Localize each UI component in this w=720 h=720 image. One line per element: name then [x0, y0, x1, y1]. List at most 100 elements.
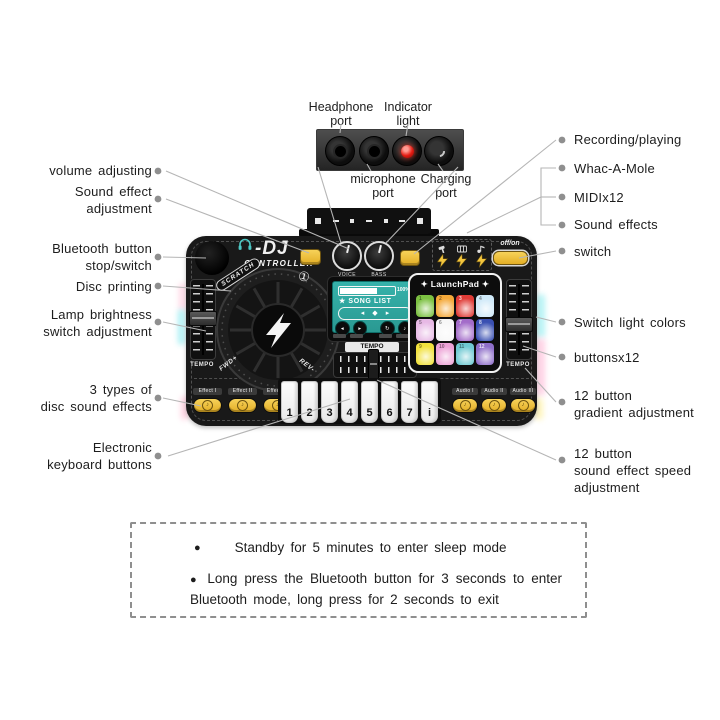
callout-midi: MIDIx12 — [574, 190, 624, 205]
ports-detail-panel — [316, 129, 464, 171]
effect-2-label: Effect II — [228, 388, 257, 395]
lightning-button-icon — [475, 253, 487, 268]
launchpad-pad: 2 — [436, 295, 454, 317]
screen-module: 100% ★ SONG LIST ◂ ◆ ▸ ◂ ▸ ↻ ♪ — [327, 276, 421, 342]
sound-effects-mode — [475, 245, 487, 268]
music-note-icon — [477, 245, 485, 253]
launchpad-pad: 4 — [476, 295, 494, 317]
keyboard-key-hi1: i — [421, 381, 438, 423]
audio-2-button: ♪ — [481, 398, 507, 413]
launchpad-pad: 3 — [456, 295, 474, 317]
tempo-slider-right — [505, 279, 533, 360]
record-button-right — [400, 250, 420, 266]
brand-logo: -DJ — [238, 238, 289, 260]
note-standby: ● Standby for 5 minutes to enter sleep m… — [194, 540, 507, 555]
audio-1-label: Audio I — [452, 388, 478, 395]
launchpad-pad: 8 — [476, 319, 494, 341]
charging-socket-icon — [431, 143, 447, 159]
headphone-jack-icon — [332, 143, 348, 159]
keyboard-key-5: 5 — [361, 381, 378, 423]
midi-mode — [456, 245, 468, 268]
launchpad-pad: 6 — [436, 319, 454, 341]
microphone-port — [359, 136, 389, 166]
bass-knob — [364, 241, 394, 271]
audio-3-button: ♪ — [510, 398, 536, 413]
callout-disc-printing: Disc printing — [75, 279, 152, 294]
callout-volume-adjusting: volume adjusting — [49, 163, 152, 178]
callout-whac-a-mole: Whac-A-Mole — [574, 161, 655, 176]
battery-percent: 100% — [397, 287, 410, 293]
callout-buttons-x12: buttonsx12 — [574, 350, 640, 365]
launchpad-pad: 5 — [416, 319, 434, 341]
launchpad-pad: 7 — [456, 319, 474, 341]
edge-light-pink-right — [537, 338, 545, 396]
indicator-light — [392, 136, 422, 166]
note-bluetooth: ●Long press the Bluetooth button for 3 s… — [190, 571, 562, 607]
launchpad-grid: 1 2 3 4 5 6 7 8 9 10 11 12 — [416, 295, 494, 365]
audio-1-button: ♪ — [452, 398, 478, 413]
launchpad-pad: 10 — [436, 343, 454, 365]
callout-recording-playing: Recording/playing — [574, 132, 682, 147]
edge-light-pink-left — [179, 283, 186, 311]
callout-sound-effects: Sound effects — [574, 217, 658, 232]
whac-a-mole-mode — [437, 245, 449, 268]
launchpad-panel: ✦ LaunchPad ✦ 1 2 3 4 5 6 7 8 9 10 11 12 — [408, 273, 502, 373]
piano-icon — [457, 245, 467, 252]
tempo-slider-center — [333, 349, 417, 382]
bass-knob-label: BASS — [371, 272, 387, 278]
scratch-disc — [216, 268, 340, 392]
screen-caption-chips — [333, 334, 417, 338]
keyboard-key-6: 6 — [381, 381, 398, 423]
launchpad-pad: 1 — [416, 295, 434, 317]
effect-3-label: Effect III — [263, 388, 292, 395]
keyboard-key-2: 2 — [301, 381, 318, 423]
dj-controller-device: -DJ CONTROLLER VOICE BASS — [186, 236, 537, 426]
effect-1-label: Effect I — [193, 388, 222, 395]
callout-switch-light-colors: Switch light colors — [574, 315, 686, 330]
headphones-icon — [238, 238, 252, 250]
device-top-bar — [307, 208, 431, 234]
voice-knob — [332, 241, 362, 271]
audio-2-label: Audio II — [481, 388, 507, 395]
cassette-icon: ◂ ◆ ▸ — [338, 307, 412, 320]
effect-2-button: ♪ — [228, 398, 257, 413]
voice-knob-label: VOICE — [337, 272, 357, 278]
launchpad-pad: 12 — [476, 343, 494, 365]
song-screen: 100% ★ SONG LIST ◂ ◆ ▸ ◂ ▸ ↻ ♪ — [332, 281, 418, 336]
logo-dj-text: -DJ — [255, 238, 289, 259]
red-led-icon — [400, 144, 414, 158]
tempo-slider-right-handle — [505, 317, 533, 332]
keyboard-key-1: 1 — [281, 381, 298, 423]
edge-light-cyan-right — [537, 294, 545, 338]
battery-progress-bar — [338, 286, 396, 296]
power-switch-label: off/on — [500, 240, 520, 247]
launchpad-pad: 9 — [416, 343, 434, 365]
keyboard-key-4: 4 — [341, 381, 358, 423]
record-button-left — [300, 249, 321, 265]
lightning-button-icon — [456, 253, 468, 268]
bullet-icon: ● — [190, 574, 198, 586]
tempo-label-center: TEMPO — [345, 342, 399, 352]
tempo-slider-left-handle — [189, 311, 217, 326]
sound-mode-group — [432, 239, 492, 271]
tempo-label-left: TEMPO — [190, 362, 214, 368]
launchpad-pad: 11 — [456, 343, 474, 365]
callout-switch: switch — [574, 244, 612, 259]
headphone-port — [325, 136, 355, 166]
audio-3-label: Audio III — [510, 388, 536, 395]
keyboard-key-7: 7 — [401, 381, 418, 423]
mole-hammer-icon — [438, 245, 445, 253]
bullet-icon: ● — [194, 542, 201, 554]
logo-controller-text: CONTROLLER — [244, 259, 314, 268]
notes-box: ● Standby for 5 minutes to enter sleep m… — [130, 522, 587, 618]
tempo-label-right: TEMPO — [506, 362, 530, 368]
power-switch — [493, 251, 528, 265]
